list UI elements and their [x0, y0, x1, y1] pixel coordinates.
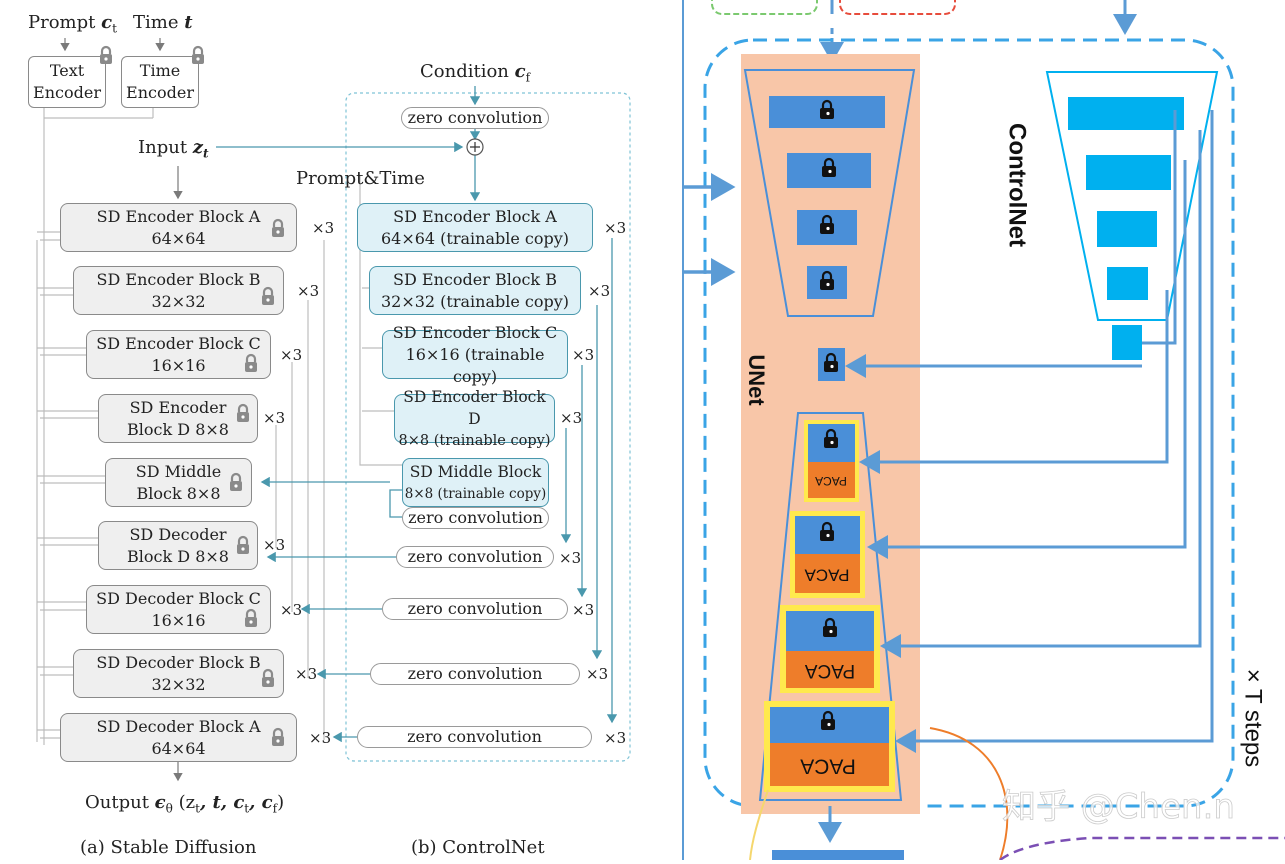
lock-icon — [192, 45, 204, 64]
times3-zc-c: ×3 — [572, 601, 595, 619]
times3-sd-dec-c: ×3 — [280, 601, 303, 619]
zero-convolution-decoder-b: zero convolution — [370, 663, 580, 685]
controlnet-label: ControlNet — [1004, 123, 1031, 247]
caption-controlnet: (b) ControlNet — [411, 837, 545, 858]
times3-sd-enc-c: ×3 — [280, 346, 303, 364]
lock-icon — [100, 45, 112, 64]
input-label: Input zt — [138, 137, 209, 161]
prompt-label: Prompt ct — [28, 12, 117, 36]
times3-cn-enc-d: ×3 — [560, 409, 583, 427]
lock-icon — [230, 472, 242, 491]
times3-sd-dec-a: ×3 — [309, 729, 332, 747]
steps-label: × T steps — [1240, 669, 1267, 768]
unet-controlnet-diagram: PACA PACA PACA PACA UNet ControlNet — [682, 0, 1285, 864]
paca-label: PACA — [804, 566, 850, 585]
zero-convolution-condition: zero convolution — [401, 107, 549, 129]
output-label: Output ϵθ (zt, t, ct, cf) — [85, 792, 285, 816]
watermark: 知乎 @Chen.n — [1002, 787, 1235, 827]
times3-sd-dec-d: ×3 — [263, 536, 286, 554]
lock-icon — [262, 286, 274, 305]
time-label: Time t — [133, 12, 193, 33]
lock-icon — [272, 727, 284, 746]
times3-sd-enc-a: ×3 — [312, 219, 335, 237]
prompt-time-label: Prompt&Time — [296, 168, 425, 189]
times3-zc-b: ×3 — [586, 665, 609, 683]
condition-label: Condition cf — [420, 61, 531, 85]
zero-convolution-decoder-d: zero convolution — [396, 546, 554, 568]
times3-cn-enc-c: ×3 — [572, 346, 595, 364]
times3-sd-enc-b: ×3 — [297, 282, 320, 300]
zero-convolution-decoder-c: zero convolution — [382, 598, 568, 620]
unet-label: UNet — [744, 354, 769, 406]
times3-cn-enc-a: ×3 — [604, 219, 627, 237]
zero-convolution-middle: zero convolution — [402, 507, 549, 529]
unet-paca-controlnet-figure: PACA PACA PACA PACA UNet ControlNet — [640, 0, 1285, 864]
zero-convolution-decoder-a: zero convolution — [357, 726, 592, 748]
times3-sd-dec-b: ×3 — [295, 665, 318, 683]
paca-label: PACA — [815, 474, 847, 488]
times3-sd-enc-d: ×3 — [263, 409, 286, 427]
paca-label: PACA — [805, 660, 856, 681]
caption-stable-diffusion: (a) Stable Diffusion — [80, 837, 257, 858]
times3-zc-a: ×3 — [604, 729, 627, 747]
times3-cn-enc-b: ×3 — [588, 282, 611, 300]
paca-label: PACA — [800, 754, 856, 777]
lock-icon — [262, 668, 274, 687]
lock-icon — [237, 403, 249, 422]
lock-icon — [245, 608, 257, 627]
lock-icon — [272, 218, 284, 237]
lock-icon — [237, 535, 249, 554]
times3-zc-d: ×3 — [559, 549, 582, 567]
lock-icon — [245, 353, 257, 372]
